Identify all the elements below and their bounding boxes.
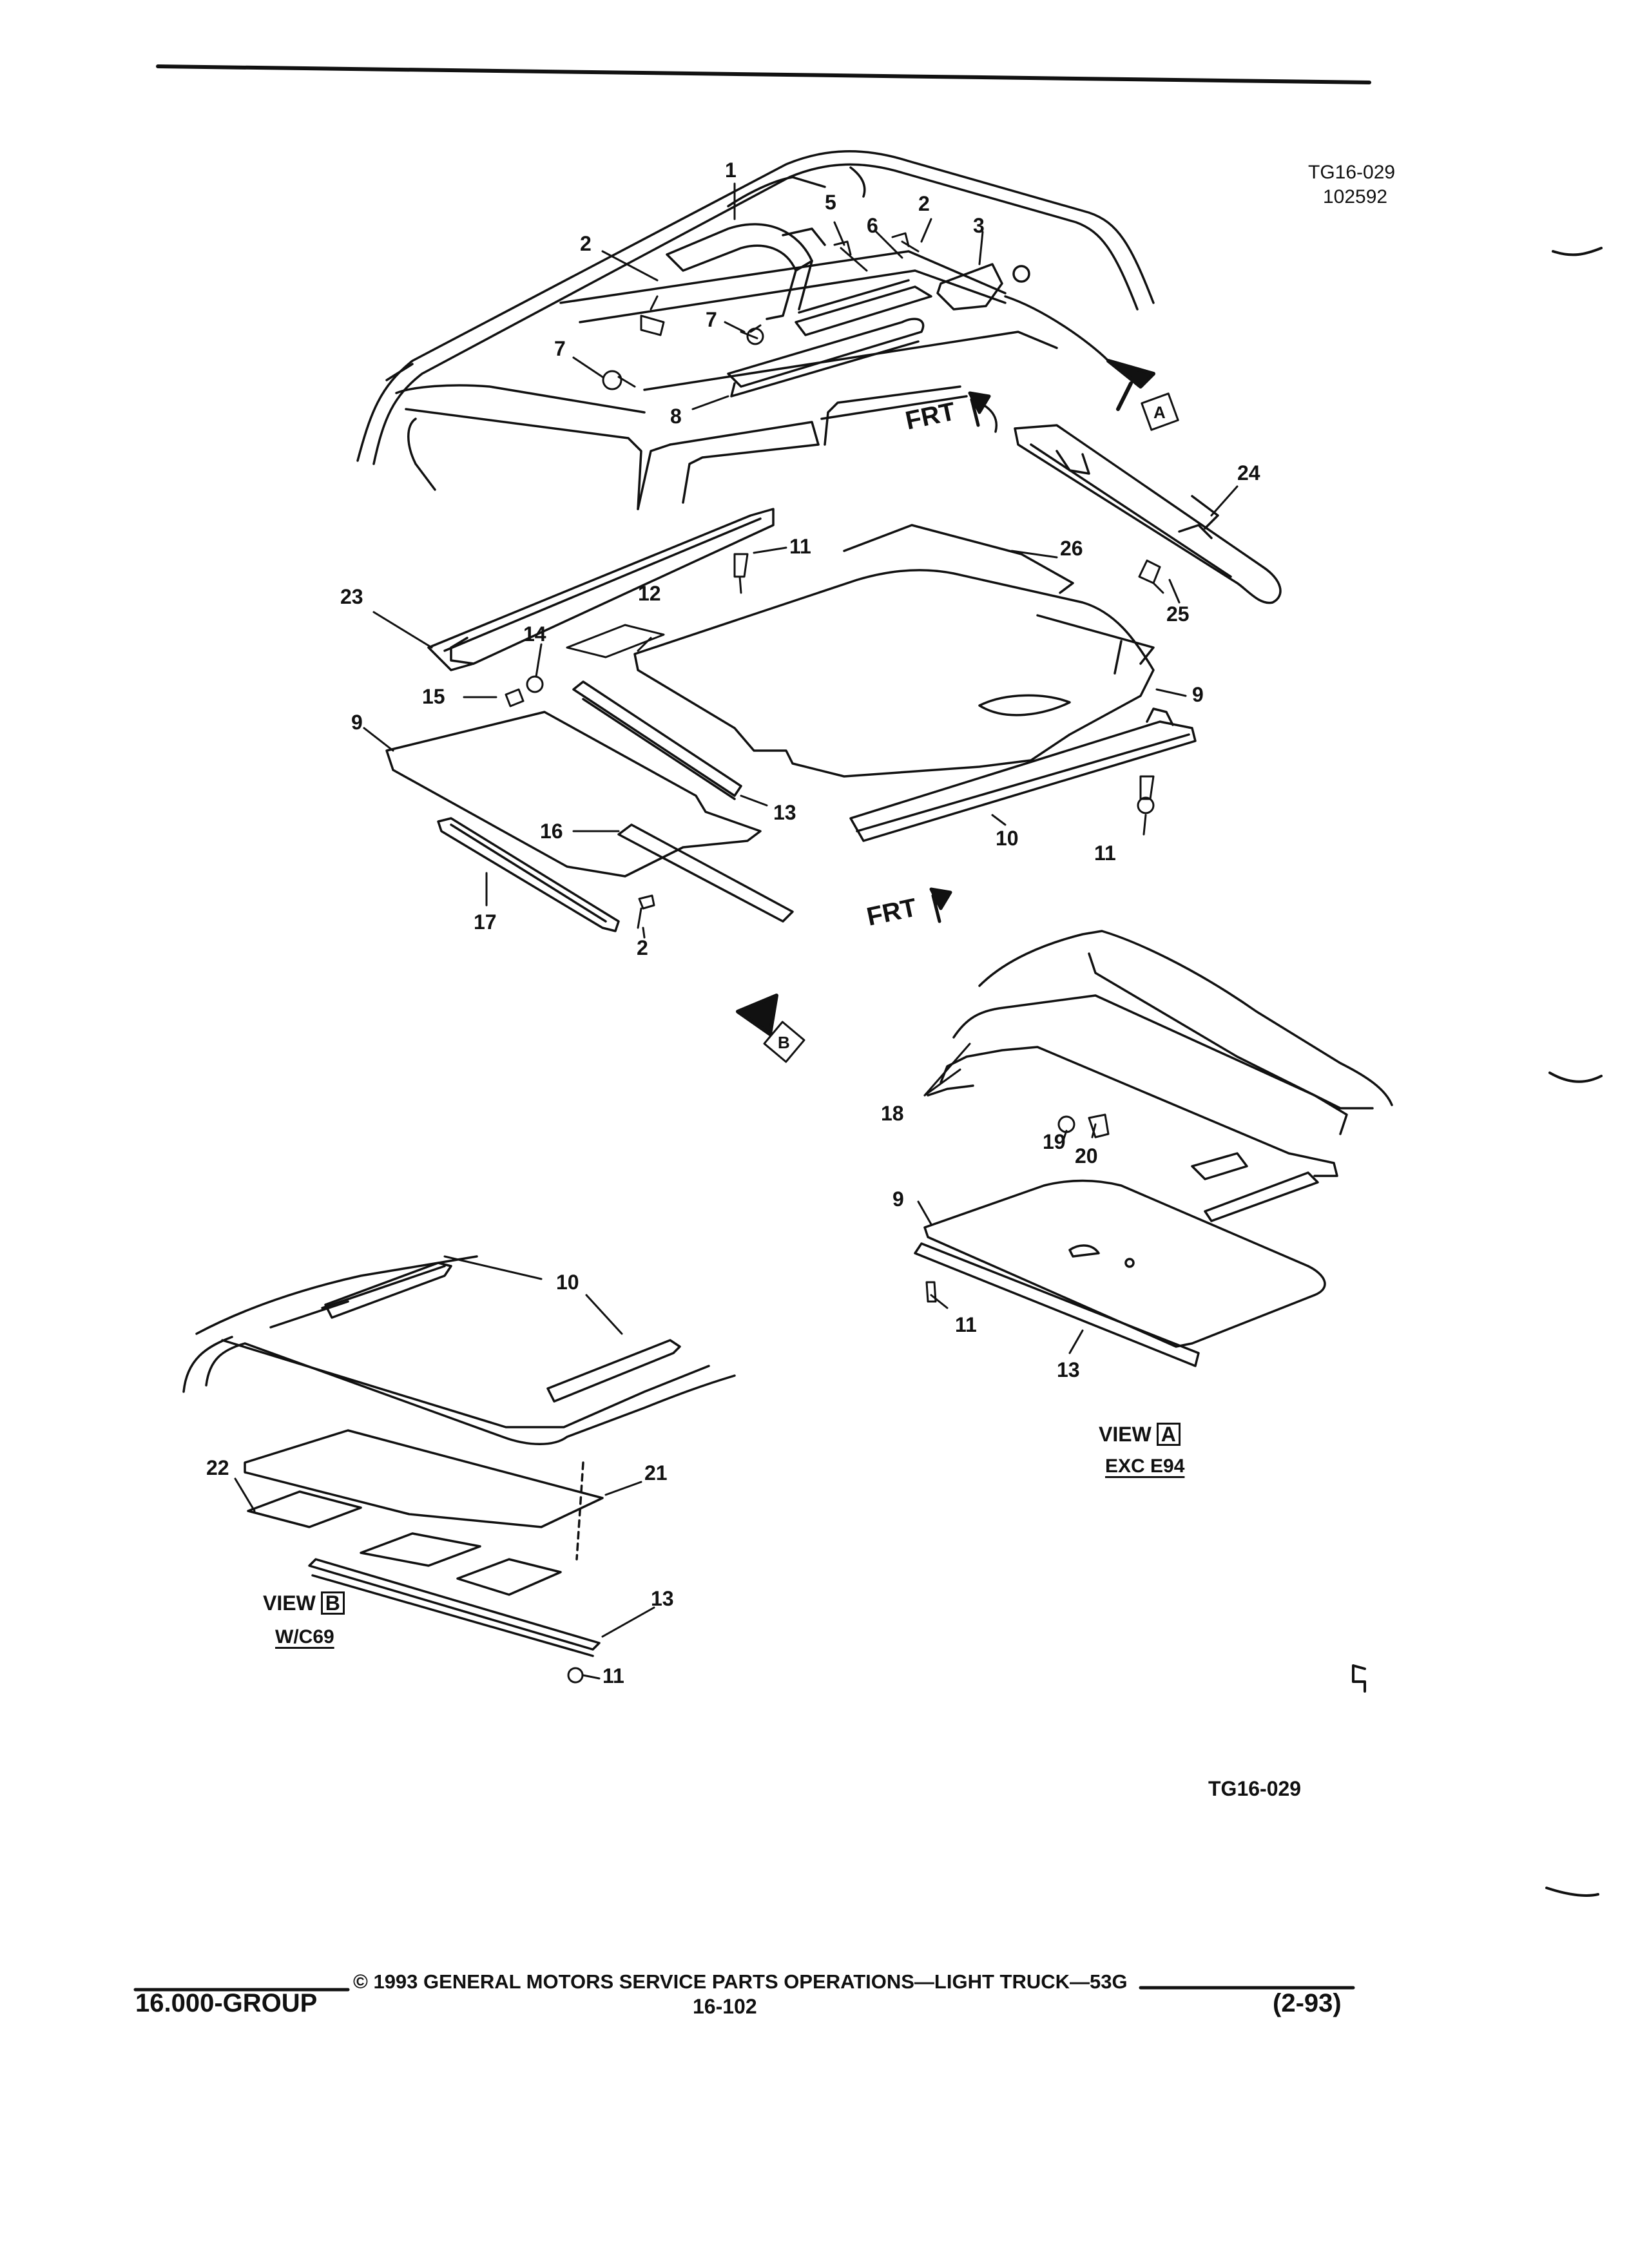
callout-11: 11 xyxy=(789,535,811,558)
callout-10: 10 xyxy=(996,827,1019,850)
view-b-title: VIEW xyxy=(263,1591,316,1615)
callout-10: 10 xyxy=(556,1271,579,1294)
callout-25: 25 xyxy=(1166,602,1190,626)
part-8-rail xyxy=(727,318,925,398)
callout-20: 20 xyxy=(1075,1144,1098,1168)
callout-23: 23 xyxy=(340,585,363,608)
callout-13: 13 xyxy=(651,1587,674,1610)
callout-3: 3 xyxy=(973,214,985,237)
part-3-clip xyxy=(936,263,1030,311)
view-a-letter: A xyxy=(1156,1423,1181,1446)
view-b-arrow-letter: B xyxy=(778,1033,790,1052)
part-14-15-fasteners xyxy=(505,675,544,707)
callout-8: 8 xyxy=(670,405,682,428)
callout-2: 2 xyxy=(580,232,592,255)
part-10-rail xyxy=(849,707,1197,842)
callout-11: 11 xyxy=(955,1313,977,1336)
part-2-screw-lower xyxy=(637,894,655,929)
view-a-title: VIEW xyxy=(1099,1423,1152,1446)
part-24-header xyxy=(1014,424,1282,604)
callout-9: 9 xyxy=(892,1187,904,1211)
callout-9: 9 xyxy=(351,711,363,734)
screws-main xyxy=(602,232,920,390)
callout-14: 14 xyxy=(523,622,546,646)
view-a-strip-13 xyxy=(914,1242,1200,1367)
part-9-headliner-left xyxy=(385,711,762,878)
scan-marks xyxy=(1352,247,1603,1897)
part-9-headliner-upper xyxy=(633,569,1155,778)
top-rule xyxy=(156,64,1371,84)
figure-id-bottom: TG16-029 xyxy=(1208,1777,1302,1800)
part-1-handle-bracket xyxy=(666,223,826,320)
part-6-retainer xyxy=(795,279,932,336)
leader-lines xyxy=(234,182,1239,1680)
callout-13: 13 xyxy=(773,801,796,824)
callout-21: 21 xyxy=(644,1461,668,1485)
view-a-arrow xyxy=(1106,359,1179,431)
truck-roof-outline xyxy=(356,150,1155,510)
part-11-screw-b xyxy=(1137,775,1155,814)
callout-11: 11 xyxy=(602,1664,624,1687)
part-16-strip xyxy=(617,823,794,923)
callout-6: 6 xyxy=(867,214,878,237)
part-12-pad xyxy=(566,624,665,658)
view-b-note: W/C69 xyxy=(275,1626,334,1648)
callout-1: 1 xyxy=(725,159,737,182)
front-arrow-upper xyxy=(968,391,991,427)
view-b-rails-10 xyxy=(324,1262,681,1403)
view-b-letter: B xyxy=(320,1591,345,1615)
callout-2: 2 xyxy=(918,192,930,215)
view-b-arrow xyxy=(736,994,805,1063)
view-b-pads-22 xyxy=(247,1490,562,1596)
callout-19: 19 xyxy=(1043,1130,1066,1153)
part-26-panel xyxy=(843,524,1155,675)
footer-group: 16.000-GROUP xyxy=(135,1989,318,2017)
callout-11: 11 xyxy=(1094,841,1116,865)
view-a-roof xyxy=(927,930,1393,1222)
callout-16: 16 xyxy=(540,820,563,843)
view-a-screw-11 xyxy=(925,1281,937,1303)
callout-2: 2 xyxy=(637,936,648,959)
part-23-side-rail xyxy=(427,508,775,671)
part-13-strip xyxy=(572,680,742,800)
part-11-screw-a xyxy=(733,553,749,594)
front-arrow-lower xyxy=(929,887,952,923)
callout-7: 7 xyxy=(554,337,566,360)
part-17-strip xyxy=(437,817,620,932)
callout-17: 17 xyxy=(474,910,497,934)
view-a-arrow-letter: A xyxy=(1153,403,1166,422)
callout-13: 13 xyxy=(1057,1358,1080,1381)
date-code-label: 102592 xyxy=(1323,186,1388,207)
callout-26: 26 xyxy=(1060,537,1083,560)
callout-12: 12 xyxy=(638,582,661,605)
view-b-screw-11 xyxy=(567,1667,584,1684)
view-b-roof xyxy=(182,1255,736,1445)
part-25-screw xyxy=(1138,559,1164,594)
callout-15: 15 xyxy=(422,685,445,708)
footer-page-number: 16-102 xyxy=(693,1995,757,2018)
view-b-panel-21 xyxy=(244,1429,604,1561)
drawing-id-label: TG16-029 xyxy=(1308,162,1396,183)
footer-revision: (2-93) xyxy=(1273,1989,1342,2017)
callout-18: 18 xyxy=(881,1102,904,1125)
callout-7: 7 xyxy=(706,308,717,331)
callout-22: 22 xyxy=(206,1456,229,1479)
view-b-strip-13 xyxy=(308,1558,601,1657)
view-a-note: EXC E94 xyxy=(1105,1456,1185,1477)
callout-5: 5 xyxy=(825,191,836,214)
view-a-headliner xyxy=(923,1179,1326,1348)
callout-9: 9 xyxy=(1192,683,1204,706)
footer-copyright: © 1993 GENERAL MOTORS SERVICE PARTS OPER… xyxy=(353,1970,1128,1993)
callout-24: 24 xyxy=(1237,461,1260,485)
